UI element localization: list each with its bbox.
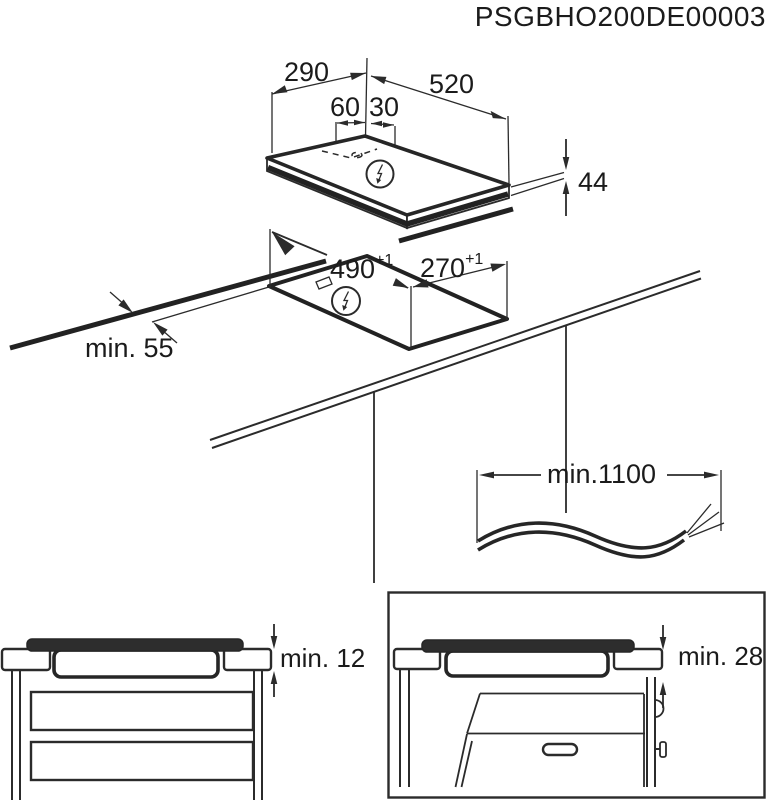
drawer-front — [29, 690, 255, 732]
worktop-rear-edge — [9, 258, 327, 351]
arrowhead — [337, 120, 348, 126]
hob-body-section — [444, 649, 610, 678]
arrowhead — [350, 72, 366, 81]
mains-cable — [477, 521, 688, 550]
junction-box — [315, 276, 333, 290]
arrowhead — [272, 232, 295, 256]
drawer-installation-section: min. 12 — [0, 624, 365, 800]
oven-installation-section: min. 28 — [387, 591, 766, 799]
oven-door-left-edge — [454, 733, 468, 788]
arrowhead — [562, 157, 570, 170]
cable-wire — [687, 511, 720, 536]
hob-glass-section — [421, 639, 635, 653]
extension-line — [507, 115, 510, 184]
dim-290-label: 290 — [284, 57, 329, 87]
worktop-front-edge — [209, 270, 701, 441]
dim-60-label: 60 — [330, 92, 360, 122]
arrowhead — [270, 671, 278, 684]
worktop-left-section — [392, 647, 442, 671]
oven-hinge-knob — [654, 699, 665, 718]
arrowhead — [371, 120, 382, 127]
dim-490-label: 490+1 — [330, 252, 393, 284]
hob-glass-section — [26, 638, 244, 652]
worktop-rear-edge — [398, 206, 514, 244]
arrowhead — [479, 471, 494, 479]
part-number-title: PSGBHO200DE00003 — [475, 1, 766, 32]
cable-wire — [686, 503, 712, 534]
dim-30-label: 30 — [369, 92, 399, 122]
arrowhead — [383, 122, 394, 128]
hob-body-section — [52, 648, 220, 679]
arrowhead — [118, 299, 133, 313]
oven-door-handle — [541, 742, 579, 757]
cable-length-view: min.1100 — [476, 459, 725, 559]
dim-520-label: 520 — [429, 69, 474, 99]
oven-door-left-edge — [460, 740, 473, 788]
worktop-right-section — [612, 647, 664, 671]
hob-dark-band — [266, 164, 509, 227]
cutout-opening — [267, 254, 509, 351]
dim-min28-label: min. 28 — [678, 641, 763, 671]
arrowhead — [490, 263, 506, 272]
dim-290-line — [271, 72, 367, 95]
junction-box-dashed-oval — [351, 151, 363, 159]
oven — [454, 677, 667, 788]
dim-44-label: 44 — [578, 167, 608, 197]
power-connection-icon — [331, 286, 361, 316]
cable-wire — [688, 522, 725, 538]
corner-reference-line — [364, 57, 368, 138]
dim-min12-label: min. 12 — [280, 643, 365, 673]
arrowhead — [659, 637, 667, 650]
section-frame — [387, 591, 766, 799]
arrowhead — [272, 85, 288, 94]
hob-isometric-view: 290 520 60 30 — [265, 57, 608, 230]
arrowhead — [354, 119, 365, 126]
arrowhead — [392, 278, 409, 288]
power-connection-icon — [365, 159, 395, 189]
worktop-left-section — [0, 647, 52, 672]
thickness-leader-line — [510, 177, 565, 197]
worktop-front-edge — [211, 277, 702, 449]
arrowhead — [270, 636, 278, 649]
drawer-front — [29, 740, 255, 782]
arrowhead — [704, 471, 719, 479]
arrowhead — [371, 76, 387, 85]
dim-490-line — [271, 231, 328, 256]
arrowhead — [659, 682, 667, 695]
oven-top-slant-edge — [466, 693, 481, 734]
arrowhead — [413, 279, 429, 288]
thickness-leader-line — [510, 171, 565, 188]
worktop-right-section — [222, 647, 273, 672]
dim-270-label: 270+1 — [420, 251, 483, 283]
dim-520-line — [370, 75, 507, 120]
arrowhead — [562, 181, 570, 194]
dim-min55-label: min. 55 — [85, 333, 174, 363]
mains-cable — [477, 530, 686, 559]
arrowhead — [153, 322, 168, 336]
clearance-leader-line — [151, 286, 270, 323]
junction-box-dashed-line — [321, 148, 378, 159]
dim-270-line — [412, 263, 505, 288]
arrowhead — [490, 110, 506, 119]
worktop-cutout-view: min. 55 490+1 270+1 — [9, 206, 702, 583]
dim-min1100-label: min.1100 — [547, 459, 656, 489]
oven-fixing-knob — [659, 741, 667, 758]
